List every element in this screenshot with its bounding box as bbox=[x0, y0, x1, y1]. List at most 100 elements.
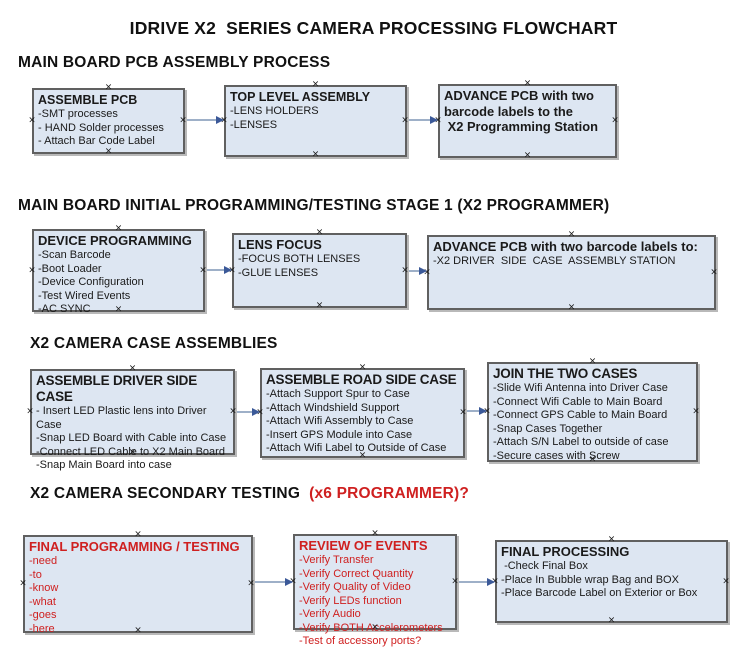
flow-arrow bbox=[207, 269, 231, 271]
box-line: - HAND Solder processes bbox=[38, 121, 164, 134]
flow-arrow bbox=[187, 119, 223, 121]
box-line: -need bbox=[29, 555, 58, 567]
box-line: -Device Configuration bbox=[38, 276, 144, 288]
flow-arrow bbox=[237, 411, 259, 413]
box-line: -Attach Windshield Support bbox=[266, 401, 400, 414]
box-line: -Verify Audio bbox=[299, 608, 361, 620]
connection-handle-icon: × bbox=[692, 406, 700, 417]
flow-box-review-of-events: REVIEW OF EVENTS -Verify Transfer-Verify… bbox=[289, 529, 459, 647]
box-line: -Connect LED Cable to X2 Main Board bbox=[36, 445, 225, 458]
box-line: -Verify LEDs function bbox=[299, 594, 402, 607]
heading-black-part: X2 CAMERA SECONDARY TESTING bbox=[30, 485, 301, 502]
section-heading-case-assemblies: X2 CAMERA CASE ASSEMBLIES bbox=[30, 335, 278, 352]
flow-arrow bbox=[255, 581, 292, 583]
section-heading-initial-programming: MAIN BOARD INITIAL PROGRAMMING/TESTING S… bbox=[18, 197, 610, 214]
box-line: - Insert LED Plastic lens into Driver Ca… bbox=[36, 405, 210, 431]
connection-handle-icon: × bbox=[28, 265, 36, 275]
box-line: -X2 DRIVER SIDE CASE ASSEMBLY STATION bbox=[433, 255, 676, 267]
flow-box-final-processing: FINAL PROCESSING -Check Final Box-Place … bbox=[491, 535, 730, 626]
box-title: ADVANCE PCB with two bbox=[444, 88, 594, 103]
flow-arrow bbox=[409, 119, 437, 121]
connection-handle-icon: × bbox=[28, 115, 36, 126]
connection-handle-icon: × bbox=[26, 406, 34, 417]
flow-box-join-the-two-cases: JOIN THE TWO CASES -Slide Wifi Antenna i… bbox=[483, 357, 700, 464]
connection-handle-icon: × bbox=[311, 149, 320, 160]
connection-handle-icon: × bbox=[567, 302, 576, 313]
connection-handle-icon: × bbox=[722, 576, 730, 586]
connection-handle-icon: × bbox=[459, 407, 467, 418]
box-title: TOP LEVEL ASSEMBLY bbox=[230, 90, 371, 104]
box-line: -Place In Bubble wrap Bag and BOX bbox=[501, 573, 679, 586]
box-line: -LENSES bbox=[230, 118, 278, 131]
page-title: IDRIVE X2 SERIES CAMERA PROCESSING FLOWC… bbox=[129, 18, 618, 38]
flow-arrow bbox=[459, 581, 494, 583]
box-line: -Scan Barcode bbox=[38, 249, 111, 261]
box-title: ASSEMBLE DRIVER SIDE CASE bbox=[36, 373, 201, 404]
box-title: ADVANCE PCB with two barcode labels to: bbox=[433, 239, 698, 254]
connection-handle-icon: × bbox=[451, 576, 459, 587]
box-line: -know bbox=[29, 582, 59, 594]
box-line: -Verify BOTH Accelerometers bbox=[299, 621, 443, 634]
box-line: -Verify Correct Quantity bbox=[299, 567, 414, 580]
flow-box-advance-pcb-driver-side-station: ADVANCE PCB with two barcode labels to: … bbox=[423, 230, 718, 313]
box-title: ASSEMBLE PCB bbox=[38, 93, 138, 107]
connection-handle-icon: × bbox=[611, 115, 619, 126]
connection-handle-icon: × bbox=[229, 406, 237, 417]
box-line: -Test of accessory ports? bbox=[299, 635, 422, 647]
box-line: -AC SYNC bbox=[38, 303, 91, 315]
box-line: -Attach Wifi Label to Outside of Case bbox=[266, 442, 447, 454]
box-line: -here bbox=[29, 622, 55, 635]
connection-handle-icon: × bbox=[401, 265, 409, 275]
flow-box-top-level-assembly: TOP LEVEL ASSEMBLY -LENS HOLDERS-LENSES … bbox=[220, 80, 409, 160]
heading-red-part: (x6 PROGRAMMER)? bbox=[300, 485, 470, 502]
box-line: -what bbox=[29, 595, 56, 608]
box-line: -Attach Support Spur to Case bbox=[266, 388, 410, 400]
connection-handle-icon: × bbox=[607, 615, 616, 626]
box-line: -Connect GPS Cable to Main Board bbox=[493, 409, 668, 421]
box-line: -GLUE LENSES bbox=[238, 266, 319, 279]
box-line: -FOCUS BOTH LENSES bbox=[238, 253, 361, 265]
flow-box-final-programming-testing: FINAL PROGRAMMING / TESTING -need-to-kno… bbox=[19, 530, 255, 635]
box-line: -Slide Wifi Antenna into Driver Case bbox=[493, 382, 668, 394]
flow-arrow bbox=[409, 270, 426, 272]
box-line: -to bbox=[29, 568, 42, 581]
box-title: LENS FOCUS bbox=[238, 237, 322, 252]
box-line: -Insert GPS Module into Case bbox=[266, 428, 413, 441]
connection-handle-icon: × bbox=[401, 115, 409, 126]
flow-box-assemble-road-side-case: ASSEMBLE ROAD SIDE CASE -Attach Support … bbox=[256, 363, 467, 460]
flow-arrow bbox=[467, 410, 486, 412]
flow-box-assemble-driver-side-case: ASSEMBLE DRIVER SIDE CASE - Insert LED P… bbox=[26, 364, 237, 471]
box-line: -Connect Wifi Cable to Main Board bbox=[493, 395, 663, 408]
connection-handle-icon: × bbox=[523, 150, 532, 161]
connection-handle-icon: × bbox=[19, 578, 27, 589]
flow-box-advance-pcb-programming-station: ADVANCE PCB with two barcode labels to t… bbox=[434, 79, 619, 161]
box-line: -Boot Loader bbox=[38, 262, 102, 275]
box-line: -Test Wired Events bbox=[38, 289, 131, 302]
connection-handle-icon: × bbox=[199, 265, 207, 275]
box-title: JOIN THE TWO CASES bbox=[493, 366, 638, 381]
box-line: -Snap Cases Together bbox=[493, 422, 603, 435]
flow-box-lens-focus: LENS FOCUS -FOCUS BOTH LENSES-GLUE LENSE… bbox=[228, 228, 409, 311]
box-title: FINAL PROCESSING bbox=[501, 544, 630, 559]
box-line: -Attach S/N Label to outside of case bbox=[493, 436, 669, 448]
box-line: barcode labels to the bbox=[444, 103, 573, 119]
section-heading-pcb-assembly: MAIN BOARD PCB ASSEMBLY PROCESS bbox=[18, 54, 331, 71]
box-line: -Check Final Box bbox=[501, 560, 588, 572]
box-title: ASSEMBLE ROAD SIDE CASE bbox=[266, 372, 457, 387]
box-line: -Verify Transfer bbox=[299, 554, 374, 566]
box-title: FINAL PROGRAMMING / TESTING bbox=[29, 539, 240, 554]
box-line: -Attach Wifi Assembly to Case bbox=[266, 415, 414, 427]
box-line: -Snap Main Board into case bbox=[36, 459, 172, 471]
box-line: -goes bbox=[29, 609, 57, 621]
box-line: -Place Barcode Label on Exterior or Box bbox=[501, 587, 698, 599]
box-line: X2 Programming Station bbox=[444, 119, 599, 134]
box-line: - Attach Bar Code Label bbox=[38, 135, 155, 147]
flow-box-device-programming: DEVICE PROGRAMMING -Scan Barcode-Boot Lo… bbox=[28, 224, 207, 315]
box-line: -Secure cases with Screw bbox=[493, 449, 620, 462]
box-line: -SMT processes bbox=[38, 108, 118, 120]
flow-box-assemble-pcb: ASSEMBLE PCB -SMT processes- HAND Solder… bbox=[28, 83, 187, 157]
connection-handle-icon: × bbox=[104, 146, 113, 157]
box-line: -Snap LED Board with Cable into Case bbox=[36, 432, 227, 444]
connection-handle-icon: × bbox=[315, 300, 324, 311]
